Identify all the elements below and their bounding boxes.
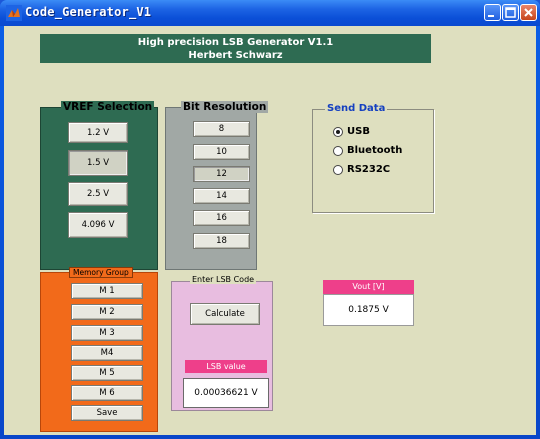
- radio-bluetooth-label: Bluetooth: [347, 145, 403, 156]
- maximize-button[interactable]: [502, 4, 519, 21]
- bits-button-18[interactable]: 18: [193, 233, 250, 249]
- save-button[interactable]: Save: [71, 405, 143, 421]
- vout-value-field: 0.1875 V: [323, 294, 414, 326]
- title-bar[interactable]: Code_Generator_V1: [0, 0, 540, 26]
- window-title: Code_Generator_V1: [25, 5, 152, 19]
- vref-button-4-096v[interactable]: 4.096 V: [68, 212, 128, 238]
- bit-resolution-panel: Bit Resolution 8 10 12 14 16 18: [165, 101, 269, 270]
- radio-rs232c-label: RS232C: [347, 164, 391, 175]
- vref-button-1-2v[interactable]: 1.2 V: [68, 122, 128, 143]
- vout-label: Vout [V]: [323, 280, 414, 294]
- header-author: Herbert Schwarz: [188, 50, 283, 61]
- bits-button-8[interactable]: 8: [193, 121, 250, 137]
- calculate-button[interactable]: Calculate: [190, 303, 260, 325]
- memory-button-m3[interactable]: M 3: [71, 325, 143, 341]
- header-title: High precision LSB Generator V1.1: [137, 37, 334, 48]
- vref-button-1-5v[interactable]: 1.5 V: [68, 150, 128, 176]
- memory-button-m2[interactable]: M 2: [71, 304, 143, 320]
- bits-button-12[interactable]: 12: [193, 166, 250, 182]
- lsb-value-field[interactable]: 0.00036621 V: [183, 378, 269, 408]
- memory-group-panel: Memory Group M 1 M 2 M 3 M4 M 5 M 6 Save: [40, 267, 158, 432]
- radio-usb-dot[interactable]: [333, 126, 343, 137]
- memory-button-m4[interactable]: M4: [71, 345, 143, 361]
- lsb-panel-title: Enter LSB Code: [190, 275, 257, 284]
- bits-button-16[interactable]: 16: [193, 210, 250, 226]
- radio-bluetooth[interactable]: Bluetooth: [333, 145, 402, 156]
- app-header: High precision LSB Generator V1.1 Herber…: [40, 34, 431, 63]
- minimize-button[interactable]: [484, 4, 501, 21]
- window-frame-bottom: [0, 435, 540, 439]
- radio-bluetooth-dot[interactable]: [333, 145, 343, 156]
- vref-button-2-5v[interactable]: 2.5 V: [68, 182, 128, 206]
- minimize-icon: [488, 15, 494, 17]
- memory-panel-title: Memory Group: [69, 267, 133, 278]
- radio-rs232c-dot[interactable]: [333, 164, 343, 175]
- radio-usb-label: USB: [347, 126, 370, 137]
- client-area: High precision LSB Generator V1.1 Herber…: [4, 26, 536, 439]
- send-panel-title: Send Data: [325, 103, 388, 114]
- radio-usb[interactable]: USB: [333, 126, 370, 137]
- lsb-code-panel: Enter LSB Code Calculate LSB value 0.000…: [171, 275, 273, 411]
- close-icon: [524, 8, 533, 17]
- radio-rs232c[interactable]: RS232C: [333, 164, 390, 175]
- bits-button-14[interactable]: 14: [193, 188, 250, 204]
- vref-panel-title: VREF Selection: [61, 101, 155, 113]
- bits-button-10[interactable]: 10: [193, 144, 250, 160]
- close-button[interactable]: [520, 4, 537, 21]
- matlab-icon: [6, 5, 22, 21]
- bits-panel-title: Bit Resolution: [181, 101, 269, 113]
- maximize-icon: [505, 7, 516, 18]
- memory-button-m6[interactable]: M 6: [71, 385, 143, 401]
- memory-button-m5[interactable]: M 5: [71, 365, 143, 381]
- memory-button-m1[interactable]: M 1: [71, 283, 143, 299]
- send-data-panel: Send Data USB Bluetooth RS232C: [312, 103, 434, 213]
- lsb-value-label: LSB value: [185, 360, 267, 373]
- vref-selection-panel: VREF Selection 1.2 V 1.5 V 2.5 V 4.096 V: [40, 101, 158, 270]
